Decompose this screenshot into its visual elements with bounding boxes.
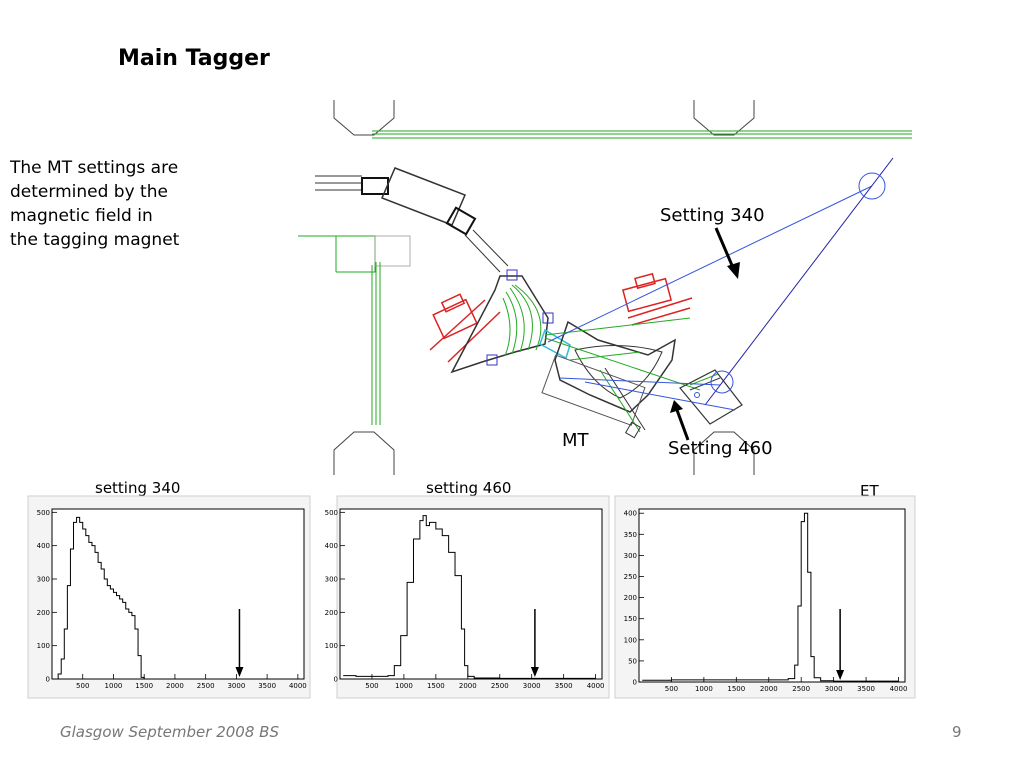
histogram-panel-1: 500 1000 1500 2000 2500 3000 3500 4000 0 100 200 30… xyxy=(27,495,311,699)
intro-text: The MT settings are determined by the ma… xyxy=(10,156,230,252)
x-tick-label: 2500 xyxy=(197,682,215,690)
y-tick-label: 100 xyxy=(37,642,50,650)
x-tick-label: 1500 xyxy=(135,682,153,690)
y-tick-label: 200 xyxy=(37,609,50,617)
y-tick-label: 500 xyxy=(37,509,50,517)
x-tick-label: 3000 xyxy=(523,682,541,690)
marker-arrow-head xyxy=(836,670,845,680)
marker-arrow-head xyxy=(530,667,539,677)
histogram-panel-2: 500 1000 1500 2000 2500 3000 3500 4000 0 100 200 30… xyxy=(325,495,610,699)
x-tick-label: 1500 xyxy=(727,685,745,693)
x-tick-label: 2000 xyxy=(459,682,477,690)
x-tick-label: 1000 xyxy=(395,682,413,690)
x-tick-label: 1500 xyxy=(427,682,445,690)
label-setting-340: Setting 340 xyxy=(660,205,765,226)
histogram-panel-3: 500 1000 1500 2000 2500 3000 3500 4000 0 50 100 150… xyxy=(614,495,916,699)
intro-line: determined by the xyxy=(10,182,168,202)
x-tick-label: 1000 xyxy=(695,685,713,693)
y-tick-label: 300 xyxy=(37,576,50,584)
x-tick-label: 1000 xyxy=(105,682,123,690)
x-tick-label: 4000 xyxy=(587,682,605,690)
y-tick-label: 400 xyxy=(624,510,637,518)
y-tick-label: 400 xyxy=(37,542,50,550)
histogram-line xyxy=(343,515,596,679)
y-tick-label: 50 xyxy=(628,657,637,665)
marker-arrow-head xyxy=(235,667,244,677)
wall-bottom-left xyxy=(333,431,395,475)
x-tick-label: 2000 xyxy=(166,682,184,690)
y-tick-label: 200 xyxy=(325,609,338,617)
page-number: 9 xyxy=(952,723,962,741)
x-tick-label: 3500 xyxy=(857,685,875,693)
et-detector xyxy=(679,369,743,425)
y-tick-label: 300 xyxy=(624,552,637,560)
red-detector-right xyxy=(621,272,693,326)
x-tick-label: 2500 xyxy=(491,682,509,690)
x-tick-label: 4000 xyxy=(289,682,307,690)
x-tick-label: 4000 xyxy=(890,685,908,693)
y-tick-label: 400 xyxy=(325,542,338,550)
target-circle xyxy=(858,172,886,200)
red-detector-left xyxy=(429,293,501,363)
x-tick-label: 2500 xyxy=(792,685,810,693)
histogram-line xyxy=(642,512,899,682)
x-tick-label: 500 xyxy=(365,682,378,690)
histogram-line xyxy=(55,516,298,680)
plot-title-1: setting 340 xyxy=(95,479,181,497)
x-tick-label: 500 xyxy=(76,682,89,690)
y-tick-label: 100 xyxy=(325,642,338,650)
y-tick-label: 0 xyxy=(46,676,50,684)
arrow-setting-340 xyxy=(714,227,736,271)
intro-line: The MT settings are xyxy=(10,158,179,178)
plot-title-2: setting 460 xyxy=(426,479,512,497)
label-mt: MT xyxy=(562,430,589,451)
y-tick-label: 350 xyxy=(624,531,637,539)
y-tick-label: 150 xyxy=(624,615,637,623)
x-tick-label: 3000 xyxy=(227,682,245,690)
arrow-setting-460 xyxy=(675,409,690,441)
tagging-magnet xyxy=(450,275,549,374)
y-tick-label: 500 xyxy=(325,509,338,517)
footer-text: Glasgow September 2008 BS xyxy=(60,723,279,741)
mt-focal-plane xyxy=(554,320,676,413)
slide-title: Main Tagger xyxy=(118,46,270,71)
x-tick-label: 3500 xyxy=(555,682,573,690)
y-tick-label: 300 xyxy=(325,576,338,584)
wall-top-left xyxy=(333,100,395,136)
y-tick-label: 200 xyxy=(624,594,637,602)
label-setting-460: Setting 460 xyxy=(668,438,773,459)
wall-top-right xyxy=(693,100,755,136)
x-tick-label: 2000 xyxy=(760,685,778,693)
y-tick-label: 250 xyxy=(624,573,637,581)
y-tick-label: 0 xyxy=(334,676,338,684)
intro-line: magnetic field in xyxy=(10,206,153,226)
y-tick-label: 0 xyxy=(633,679,637,687)
intro-line: the tagging magnet xyxy=(10,230,180,250)
y-tick-label: 100 xyxy=(624,636,637,644)
x-tick-label: 3000 xyxy=(825,685,843,693)
x-tick-label: 500 xyxy=(665,685,678,693)
x-tick-label: 3500 xyxy=(258,682,276,690)
tagger-diagram xyxy=(298,100,912,475)
wall-bottom-right xyxy=(693,431,755,475)
